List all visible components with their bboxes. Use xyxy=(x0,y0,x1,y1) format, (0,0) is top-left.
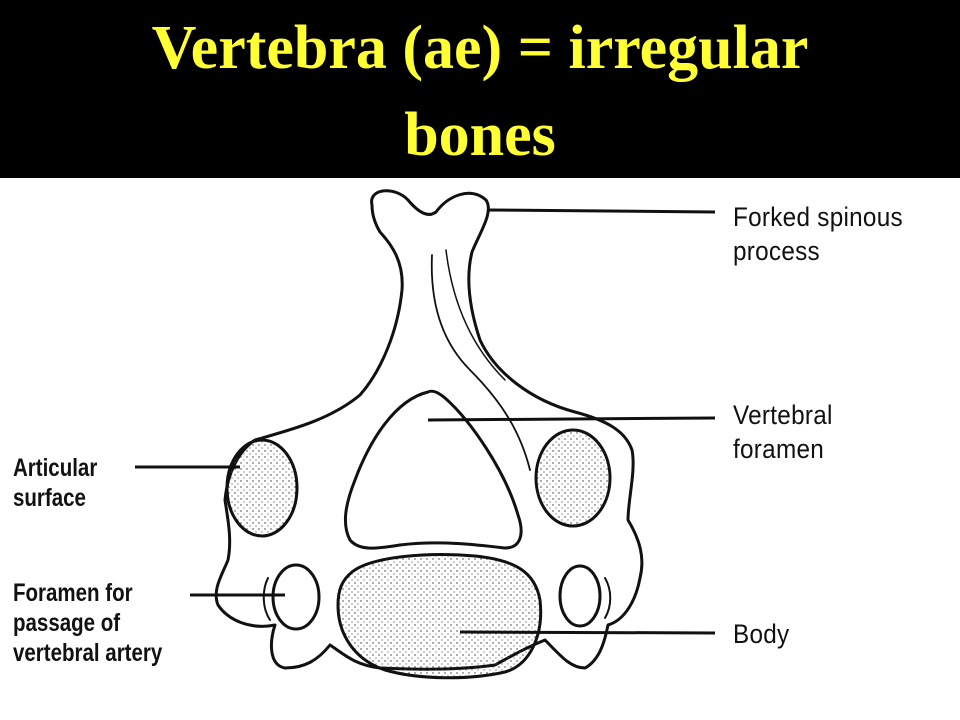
label-line: Body xyxy=(733,619,790,649)
left-transverse-foramen xyxy=(271,563,321,631)
vertebral-body xyxy=(336,553,543,680)
title-bar xyxy=(0,0,960,178)
right-transverse-foramen xyxy=(558,564,602,628)
slide-title-line-2: bones xyxy=(404,101,556,169)
label-line: passage of xyxy=(13,609,121,637)
label-line: foramen xyxy=(733,434,825,464)
leader-body xyxy=(459,630,716,635)
slide-title-line-1: Vertebra (ae) = irregular xyxy=(151,14,809,82)
leader-foramen xyxy=(427,416,716,422)
label-line: Vertebral xyxy=(733,400,833,430)
label-vertebral-foramen: Vertebral foramen xyxy=(733,398,833,466)
label-line: surface xyxy=(13,484,86,512)
spine-shading-line xyxy=(445,249,506,381)
label-foramen-vertebral-artery: Foramen for passage of vertebral artery xyxy=(13,578,162,668)
spine-shading-line xyxy=(430,254,531,471)
label-line: Forked spinous xyxy=(733,202,903,232)
label-line: Foramen for xyxy=(13,579,133,607)
left-articular-surface xyxy=(225,438,299,538)
label-forked-spinous-process: Forked spinous process xyxy=(733,200,903,268)
right-articular-surface xyxy=(534,428,612,528)
label-body: Body xyxy=(733,617,789,651)
label-articular-surface: Articular surface xyxy=(13,453,97,513)
label-line: vertebral artery xyxy=(13,639,163,667)
label-line: Articular xyxy=(13,454,98,482)
vertebral-foramen-outline xyxy=(344,389,523,550)
label-line: process xyxy=(733,236,820,266)
leader-spinous xyxy=(487,208,716,214)
